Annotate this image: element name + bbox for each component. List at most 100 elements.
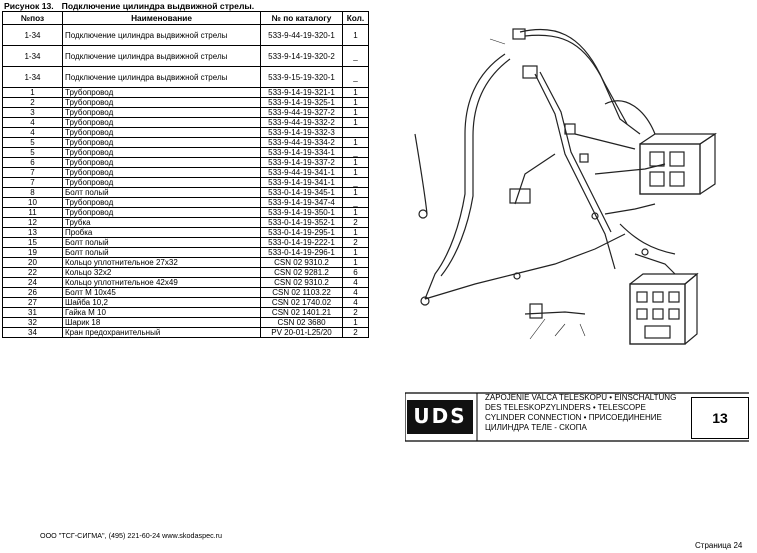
cell-name: Болт полый [62, 187, 261, 198]
cell-qty: 1 [342, 137, 369, 148]
cell-pos: 4 [2, 127, 63, 138]
cell-pos: 12 [2, 217, 63, 228]
cell-name: Кольцо уплотнительное 27х32 [62, 257, 261, 268]
header-catalog: № по каталогу [260, 11, 343, 25]
cell-qty: 6 [342, 267, 369, 278]
cell-name: Трубопровод [62, 137, 261, 148]
cell-catalog: CSN 02 3680 [260, 317, 343, 328]
cell-catalog: CSN 02 1401.21 [260, 307, 343, 318]
cell-name: Трубка [62, 217, 261, 228]
cell-catalog: PV 20-01-L25/20 [260, 327, 343, 338]
cell-catalog: 533-9-44-19-332-2 [260, 117, 343, 128]
cell-name: Трубопровод [62, 127, 261, 138]
cell-catalog: 533-9-14-19-347-4 [260, 197, 343, 208]
cell-name: Трубопровод [62, 167, 261, 178]
cell-pos: 1-34 [2, 24, 63, 46]
cell-catalog: 533-0-14-19-295-1 [260, 227, 343, 238]
cell-qty: 4 [342, 277, 369, 288]
cell-pos: 7 [2, 167, 63, 178]
cell-qty [342, 127, 369, 138]
figure-title: Подключение цилиндра выдвижной стрелы. [61, 1, 255, 11]
cell-catalog: 533-9-44-19-320-1 [260, 24, 343, 46]
title-block-frame [405, 392, 749, 442]
cell-catalog: 533-0-14-19-345-1 [260, 187, 343, 198]
uds-logo: UDS 114 s [407, 400, 473, 442]
logo-subtext: 114 s [441, 436, 456, 442]
cell-pos: 27 [2, 297, 63, 308]
cell-pos: 26 [2, 287, 63, 298]
cell-qty: 2 [342, 217, 369, 228]
cell-qty: 1 [342, 24, 369, 46]
cell-pos: 8 [2, 187, 63, 198]
hydraulic-diagram [414, 28, 717, 345]
cell-name: Трубопровод [62, 117, 261, 128]
cell-name: Подключение цилиндра выдвижной стрелы [62, 45, 261, 67]
cell-catalog: 533-9-14-19-350-1 [260, 207, 343, 218]
cell-catalog: 533-9-14-19-337-2 [260, 157, 343, 168]
cell-pos: 2 [2, 97, 63, 108]
cell-qty: 1 [342, 157, 369, 168]
cell-catalog: CSN 02 9310.2 [260, 257, 343, 268]
cell-name: Трубопровод [62, 87, 261, 98]
cell-name: Шайба 10,2 [62, 297, 261, 308]
cell-name: Болт М 10х45 [62, 287, 261, 298]
cell-name: Гайка М 10 [62, 307, 261, 318]
cell-catalog: 533-9-14-19-321-1 [260, 87, 343, 98]
cell-name: Болт полый [62, 247, 261, 258]
cell-pos: 3 [2, 107, 63, 118]
cell-catalog: 533-0-14-19-352-1 [260, 217, 343, 228]
cell-qty: 2 [342, 307, 369, 318]
cell-catalog: 533-9-14-19-320-2 [260, 45, 343, 67]
cell-pos: 11 [2, 207, 63, 218]
cell-qty: 1 [342, 247, 369, 258]
cell-name: Подключение цилиндра выдвижной стрелы [62, 24, 261, 46]
cell-catalog: CSN 02 1103.22 [260, 287, 343, 298]
cell-qty: 4 [342, 287, 369, 298]
cell-name: Трубопровод [62, 107, 261, 118]
cell-pos: 6 [2, 157, 63, 168]
logo-text: UDS [413, 404, 467, 428]
cell-pos: 1-34 [2, 45, 63, 67]
cell-qty: 2 [342, 327, 369, 338]
cell-name: Трубопровод [62, 157, 261, 168]
figure-label: Рисунок 13. [4, 1, 54, 11]
header-name: Наименование [62, 11, 261, 25]
footer-company: ООО "ТСГ-СИГМА", (495) 221-60-24 www.sko… [40, 531, 223, 540]
cell-qty: 1 [342, 257, 369, 268]
cell-qty: 1 [342, 207, 369, 218]
cell-catalog: 533-9-15-19-320-1 [260, 66, 343, 88]
cell-pos: 1 [2, 87, 63, 98]
cell-catalog: 533-0-14-19-296-1 [260, 247, 343, 258]
cell-catalog: 533-9-14-19-325-1 [260, 97, 343, 108]
cell-catalog: 533-9-44-19-327-2 [260, 107, 343, 118]
cell-qty: _ [342, 147, 369, 158]
cell-pos: 20 [2, 257, 63, 268]
cell-qty: 1 [342, 117, 369, 128]
header-pos: №поз [2, 11, 63, 25]
cell-pos: 22 [2, 267, 63, 278]
cell-catalog: 533-9-14-19-334-1 [260, 147, 343, 158]
cell-catalog: 533-9-14-19-341-1 [260, 177, 343, 188]
cell-qty: _ [342, 177, 369, 188]
cell-pos: 32 [2, 317, 63, 328]
page-number: Страница 24 [695, 541, 743, 550]
cell-name: Трубопровод [62, 207, 261, 218]
cell-catalog: CSN 02 1740.02 [260, 297, 343, 308]
cell-pos: 7 [2, 177, 63, 188]
cell-catalog: 533-9-44-19-341-1 [260, 167, 343, 178]
